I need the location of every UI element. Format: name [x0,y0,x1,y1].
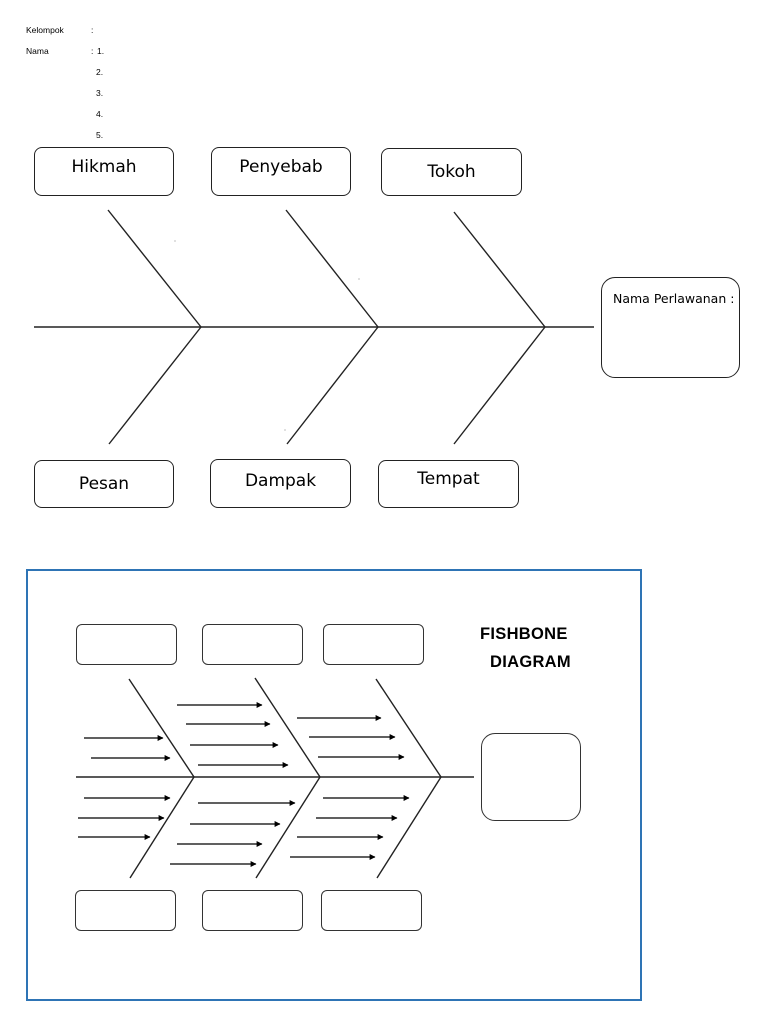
top-box-penyebab: Penyebab [211,147,351,196]
top-bone-1-upper [107,209,202,328]
top-bone-2-upper [285,209,379,328]
bottom-box-tempat: Tempat [378,460,519,508]
bottom-box-pesan-label: Pesan [78,474,130,494]
top-box-tokoh-label: Tokoh [427,162,476,182]
name-number-4: 4. [96,109,104,119]
example-bone-2-upper [254,677,321,778]
name-number-1: 1. [97,46,105,56]
example-bone-2-lower [255,776,321,879]
example-bone-1-upper [128,678,195,778]
example-bone-3-lower [376,776,442,879]
stray-marks [174,240,360,431]
bottom-box-pesan: Pesan [34,460,174,508]
top-bone-2-lower [286,326,379,445]
example-title-line-2: DIAGRAM [490,653,571,671]
example-bottom-box-3 [321,890,422,931]
example-top-box-1 [76,624,177,665]
example-frame [26,569,642,1001]
head-box-label: Nama Perlawanan : [613,291,735,306]
top-box-hikmah-label: Hikmah [71,156,137,177]
bottom-box-dampak-label: Dampak [244,470,317,491]
example-arrows [78,702,410,867]
top-bone-3-upper [453,211,546,328]
example-head-box [481,733,581,821]
top-box-tokoh: Tokoh [381,148,522,196]
top-bone-1-lower [108,326,202,445]
example-title-line-1: FISHBONE [480,625,568,643]
example-bottom-box-1 [75,890,176,931]
example-bone-1-lower [129,776,195,879]
name-number-2: 2. [96,67,104,77]
bottom-box-dampak: Dampak [210,459,351,508]
bottom-box-tempat-label: Tempat [417,469,480,489]
example-top-box-2 [202,624,303,665]
top-bone-3-lower [453,326,546,445]
names-label: Nama [26,46,49,56]
example-bone-3-upper [375,678,442,778]
top-box-penyebab-label: Penyebab [239,156,323,177]
example-top-box-3 [323,624,424,665]
group-colon: : [91,25,94,35]
name-number-5: 5. [96,130,104,140]
names-colon: : [91,46,94,56]
top-box-hikmah: Hikmah [34,147,174,196]
example-bottom-box-2 [202,890,303,931]
name-number-3: 3. [96,88,104,98]
group-label: Kelompok [26,25,64,35]
head-box-nama-perlawanan: Nama Perlawanan : [601,277,740,378]
